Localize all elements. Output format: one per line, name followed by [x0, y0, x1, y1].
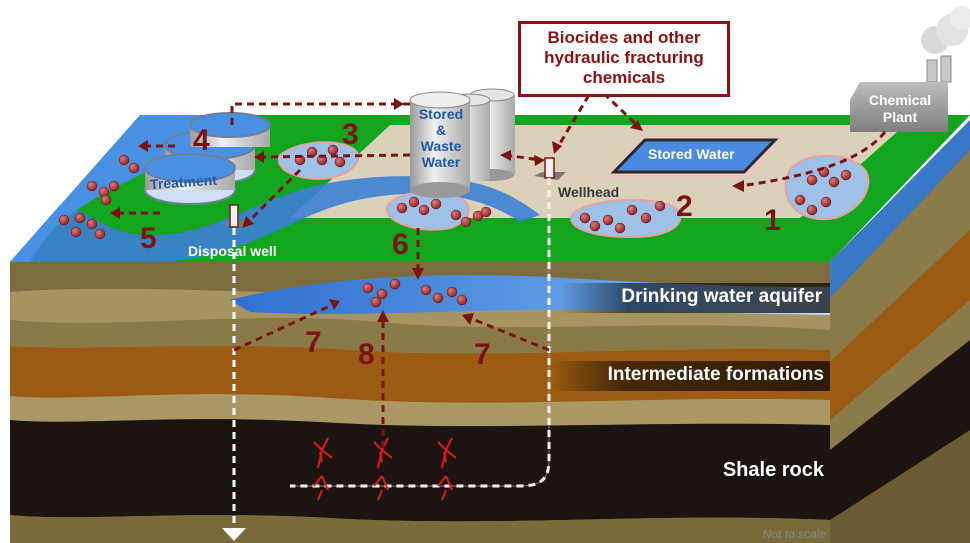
- callout-line-3: chemicals: [582, 68, 666, 87]
- tank-label-4: Water: [421, 154, 461, 170]
- wellhead-label: Wellhead: [558, 184, 620, 200]
- treatment-plant: [144, 112, 271, 205]
- scale-note: Not to scale: [762, 527, 826, 541]
- step-number-8: 8: [358, 338, 375, 371]
- chemicals-callout: Biocides and other hydraulic fracturing …: [518, 21, 730, 97]
- intermediate-label: Intermediate formations: [607, 364, 824, 385]
- block-side-face: [830, 120, 970, 543]
- stored-water-label: Stored Water: [648, 146, 735, 162]
- fractures: [313, 437, 457, 501]
- step-number-5: 5: [140, 222, 157, 255]
- step-number-2: 2: [676, 190, 693, 223]
- tank-label-2: &: [435, 122, 447, 138]
- chemical-plant-label: Chemical Plant: [852, 92, 948, 126]
- step-number-7-right: 7: [474, 338, 491, 371]
- intermediate-label-band: [550, 361, 830, 391]
- callout-line-1: Biocides and other: [547, 28, 701, 47]
- callout-line-2: hydraulic fracturing: [544, 48, 704, 67]
- tank-label-3: Waste: [420, 138, 462, 154]
- step-number-1: 1: [764, 204, 781, 237]
- wellhead: [290, 157, 566, 488]
- storage-tanks: [409, 88, 515, 198]
- tank-label: Stored & Waste Water: [412, 106, 470, 170]
- aquifer-label: Drinking water aquifer: [621, 286, 822, 307]
- spill-blobs: [277, 141, 870, 239]
- aquifer-label-band: [560, 283, 830, 313]
- chemical-plant-label-2: Plant: [882, 109, 918, 125]
- tank-label-1: Stored: [418, 106, 464, 122]
- disposal-well-label: Disposal well: [188, 243, 277, 259]
- chemical-plant: [850, 6, 970, 132]
- flow-arrows: [110, 83, 887, 448]
- step-number-7-left: 7: [305, 326, 322, 359]
- step-number-6: 6: [392, 228, 409, 261]
- chemical-plant-label-1: Chemical: [868, 92, 932, 108]
- chemical-molecules: [58, 144, 852, 308]
- shale-label: Shale rock: [722, 459, 824, 481]
- step-number-4: 4: [193, 124, 210, 157]
- step-number-3: 3: [342, 118, 359, 151]
